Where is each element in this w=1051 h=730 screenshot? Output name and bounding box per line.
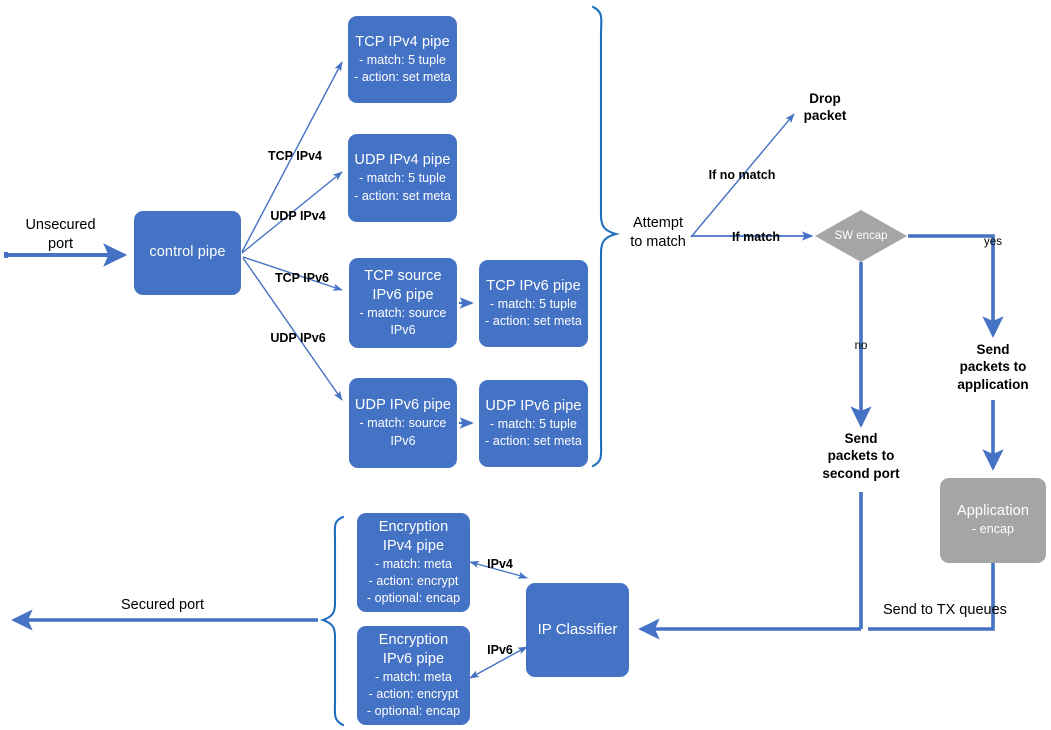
label-branch-udp-ipv6: UDP IPv6 — [270, 331, 326, 345]
udp-ipv6-pipe-title: UDP IPv6 pipe — [485, 397, 582, 414]
encryption-ipv4-pipe-match: - match: meta — [374, 556, 453, 571]
label-branch-tcp-ipv4: TCP IPv4 — [268, 149, 322, 163]
label-no: no — [854, 340, 868, 352]
label-drop-packet: Drop packet — [803, 91, 847, 124]
tcp-source-ipv6-pipe-match-cont: IPv6 — [390, 323, 416, 338]
label-if-match: If match — [732, 230, 780, 244]
udp-ipv4-pipe-match: - match: 5 tuple — [359, 171, 446, 186]
label-send-to-tx-queues: Send to TX queues — [883, 602, 1007, 618]
udp-source-ipv6-pipe-match-cont: IPv6 — [390, 433, 416, 448]
encryption-ipv4-pipe-optional: - optional: encap — [366, 591, 461, 606]
diamond-shape — [815, 210, 907, 262]
node-ip-classifier[interactable]: IP Classifier — [526, 583, 629, 677]
encryption-group-brace — [320, 515, 345, 727]
label-attempt-to-match: Attempt to match — [630, 215, 686, 250]
tcp-ipv6-pipe-title: TCP IPv6 pipe — [486, 277, 581, 294]
label-send-packets-to-application: Send packets to application — [957, 342, 1029, 392]
node-control-pipe[interactable]: control pipe — [134, 211, 241, 295]
tcp-ipv4-pipe-match: - match: 5 tuple — [359, 52, 446, 67]
encryption-ipv4-pipe-title: Encryption IPv4 pipe — [378, 518, 449, 554]
node-encryption-ipv4-pipe[interactable]: Encryption IPv4 pipe - match: meta - act… — [357, 513, 470, 612]
application-encap: - encap — [971, 522, 1015, 537]
sw-encap-label: SW encap — [834, 230, 888, 242]
node-encryption-ipv6-pipe[interactable]: Encryption IPv6 pipe - match: meta - act… — [357, 626, 470, 725]
udp-ipv4-pipe-action: - action: set meta — [354, 188, 451, 203]
label-classifier-ipv6: IPv6 — [487, 643, 513, 657]
node-application[interactable]: Application - encap — [940, 478, 1046, 563]
node-tcp-ipv4-pipe[interactable]: TCP IPv4 pipe - match: 5 tuple - action:… — [348, 16, 457, 103]
udp-ipv6-pipe-match: - match: 5 tuple — [490, 416, 577, 431]
encryption-ipv6-pipe-optional: - optional: encap — [366, 704, 461, 719]
ip-classifier-label: IP Classifier — [537, 621, 618, 639]
tcp-ipv6-pipe-match: - match: 5 tuple — [490, 296, 577, 311]
node-udp-source-ipv6-pipe[interactable]: UDP IPv6 pipe - match: source IPv6 — [349, 378, 457, 468]
node-sw-encap-decision[interactable]: SW encap — [814, 209, 908, 263]
arrow-sw-encap-yes — [908, 234, 1004, 338]
label-send-packets-to-second-port: Send packets to second port — [822, 431, 900, 481]
label-if-no-match: If no match — [708, 168, 776, 182]
tcp-ipv6-pipe-action: - action: set meta — [485, 314, 582, 329]
node-tcp-source-ipv6-pipe[interactable]: TCP source IPv6 pipe - match: source IPv… — [349, 258, 457, 348]
label-branch-udp-ipv4: UDP IPv4 — [270, 209, 326, 223]
tcp-source-ipv6-pipe-title: TCP source IPv6 pipe — [364, 267, 442, 303]
label-secured-port: Secured port — [120, 597, 205, 613]
encryption-ipv6-pipe-action: - action: encrypt — [368, 687, 459, 701]
control-pipe-label: control pipe — [149, 244, 226, 261]
node-udp-ipv4-pipe[interactable]: UDP IPv4 pipe - match: 5 tuple - action:… — [348, 134, 457, 222]
label-yes: yes — [984, 236, 1002, 248]
label-unsecured-port: Unsecured port — [25, 217, 96, 252]
label-classifier-ipv4: IPv4 — [487, 557, 513, 571]
application-title: Application — [956, 503, 1030, 520]
node-udp-ipv6-pipe[interactable]: UDP IPv6 pipe - match: 5 tuple - action:… — [479, 380, 588, 467]
udp-ipv4-pipe-title: UDP IPv4 pipe — [354, 152, 451, 169]
udp-ipv6-pipe-action: - action: set meta — [485, 434, 582, 449]
encryption-ipv4-pipe-action: - action: encrypt — [368, 574, 459, 588]
udp-source-ipv6-pipe-match: - match: source — [359, 416, 447, 431]
node-tcp-ipv6-pipe[interactable]: TCP IPv6 pipe - match: 5 tuple - action:… — [479, 260, 588, 347]
tcp-source-ipv6-pipe-match: - match: source — [359, 305, 447, 320]
label-branch-tcp-ipv6: TCP IPv6 — [275, 271, 329, 285]
tcp-ipv4-pipe-title: TCP IPv4 pipe — [355, 33, 450, 50]
udp-source-ipv6-pipe-title: UDP IPv6 pipe — [354, 397, 452, 414]
encryption-ipv6-pipe-match: - match: meta — [374, 669, 453, 684]
tcp-ipv4-pipe-action: - action: set meta — [354, 70, 451, 85]
encryption-ipv6-pipe-title: Encryption IPv6 pipe — [378, 631, 449, 667]
